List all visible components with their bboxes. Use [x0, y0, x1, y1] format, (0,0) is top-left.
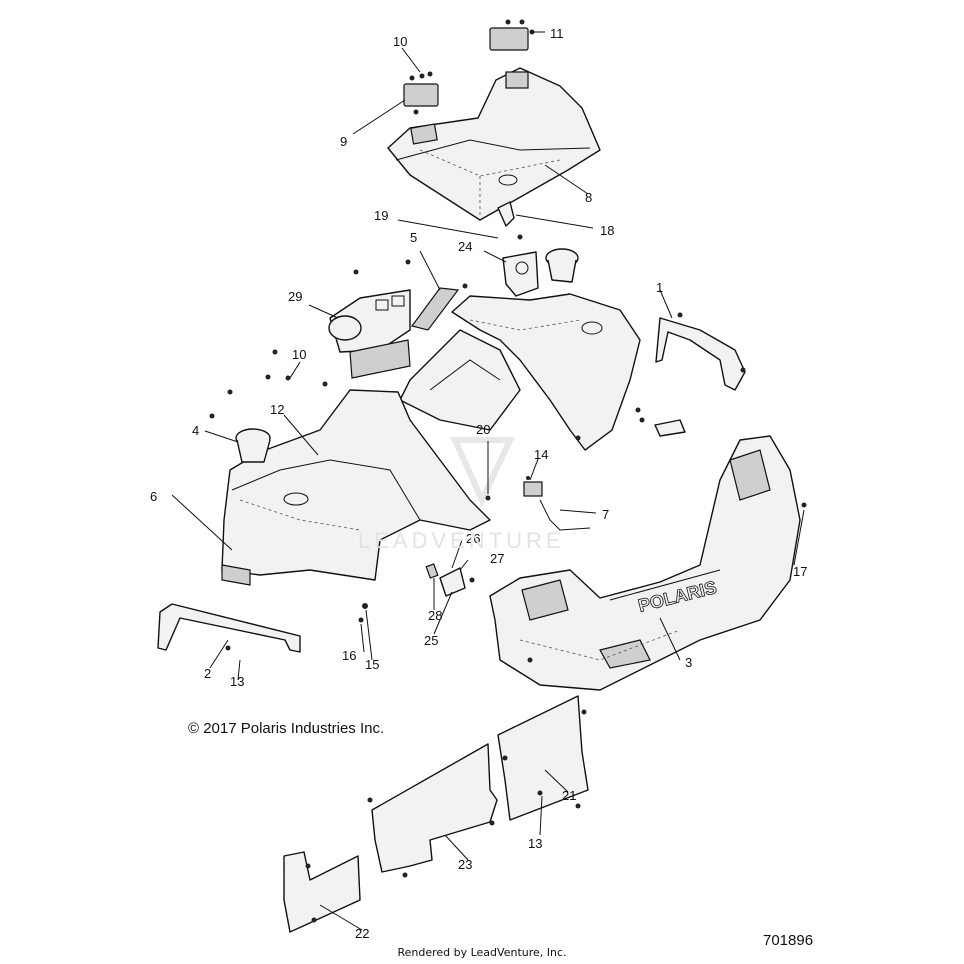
callout-10b: 10 [292, 347, 306, 362]
callout-2: 2 [204, 666, 211, 681]
callout-1: 1 [656, 280, 663, 295]
callout-12: 12 [270, 402, 284, 417]
screws [209, 259, 807, 923]
instrument-panel-part-29[interactable] [328, 289, 411, 379]
bracket-right-side[interactable] [654, 419, 686, 437]
callout-21: 21 [562, 788, 576, 803]
clip-part-28[interactable] [425, 563, 439, 579]
callout-8: 8 [585, 190, 592, 205]
bracket-part-25[interactable] [439, 567, 466, 597]
dash-body[interactable] [399, 293, 641, 451]
callout-28: 28 [428, 608, 442, 623]
callout-11: 11 [550, 26, 564, 41]
left-fender-part-12[interactable] [221, 389, 491, 586]
callout-16: 16 [342, 648, 356, 663]
callout-25: 25 [424, 633, 438, 648]
callout-15: 15 [365, 657, 379, 672]
panel-part-22[interactable] [283, 851, 361, 933]
callout-labels: 10 11 9 8 19 18 5 24 1 29 10 12 4 14 20 … [150, 26, 807, 941]
bar-part-2[interactable] [157, 603, 301, 653]
callout-24: 24 [458, 239, 472, 254]
callout-22: 22 [355, 926, 369, 941]
leader-lines [171, 31, 805, 931]
callout-26: 26 [466, 531, 480, 546]
callout-18: 18 [600, 223, 614, 238]
hinge-part-9[interactable] [403, 71, 439, 115]
callout-10a: 10 [393, 34, 407, 49]
callout-29: 29 [288, 289, 302, 304]
watermark-text: LEADVENTURE [358, 528, 565, 553]
callout-3: 3 [685, 655, 692, 670]
cable-part-7[interactable] [523, 476, 591, 531]
bracket-part-24[interactable] [502, 251, 539, 297]
diagram-number: 701896 [763, 932, 814, 949]
callout-20: 20 [476, 422, 490, 437]
callout-19: 19 [374, 208, 388, 223]
cup-holder-part-4[interactable] [235, 428, 271, 463]
callout-7: 7 [602, 507, 609, 522]
callout-13b: 13 [528, 836, 542, 851]
cover-part-5[interactable] [410, 287, 460, 331]
callout-14: 14 [534, 447, 548, 462]
latch-part-18[interactable] [497, 201, 523, 240]
callout-6: 6 [150, 489, 157, 504]
hood-part-8[interactable] [387, 67, 601, 221]
callout-4: 4 [192, 423, 199, 438]
callout-17: 17 [793, 564, 807, 579]
front-body-part-3[interactable] [489, 435, 801, 691]
callout-13a: 13 [230, 674, 244, 689]
copyright-text: © 2017 Polaris Industries Inc. [188, 720, 385, 737]
cup-holder-right[interactable] [545, 248, 579, 283]
handle-part-1[interactable] [655, 317, 746, 391]
callout-9: 9 [340, 134, 347, 149]
panel-part-23[interactable] [371, 743, 498, 873]
callout-23: 23 [458, 857, 472, 872]
hinge-part-11[interactable] [489, 19, 535, 51]
callout-27: 27 [490, 551, 504, 566]
callout-5: 5 [410, 230, 417, 245]
rendered-by-text: Rendered by LeadVenture, Inc. [397, 946, 567, 959]
